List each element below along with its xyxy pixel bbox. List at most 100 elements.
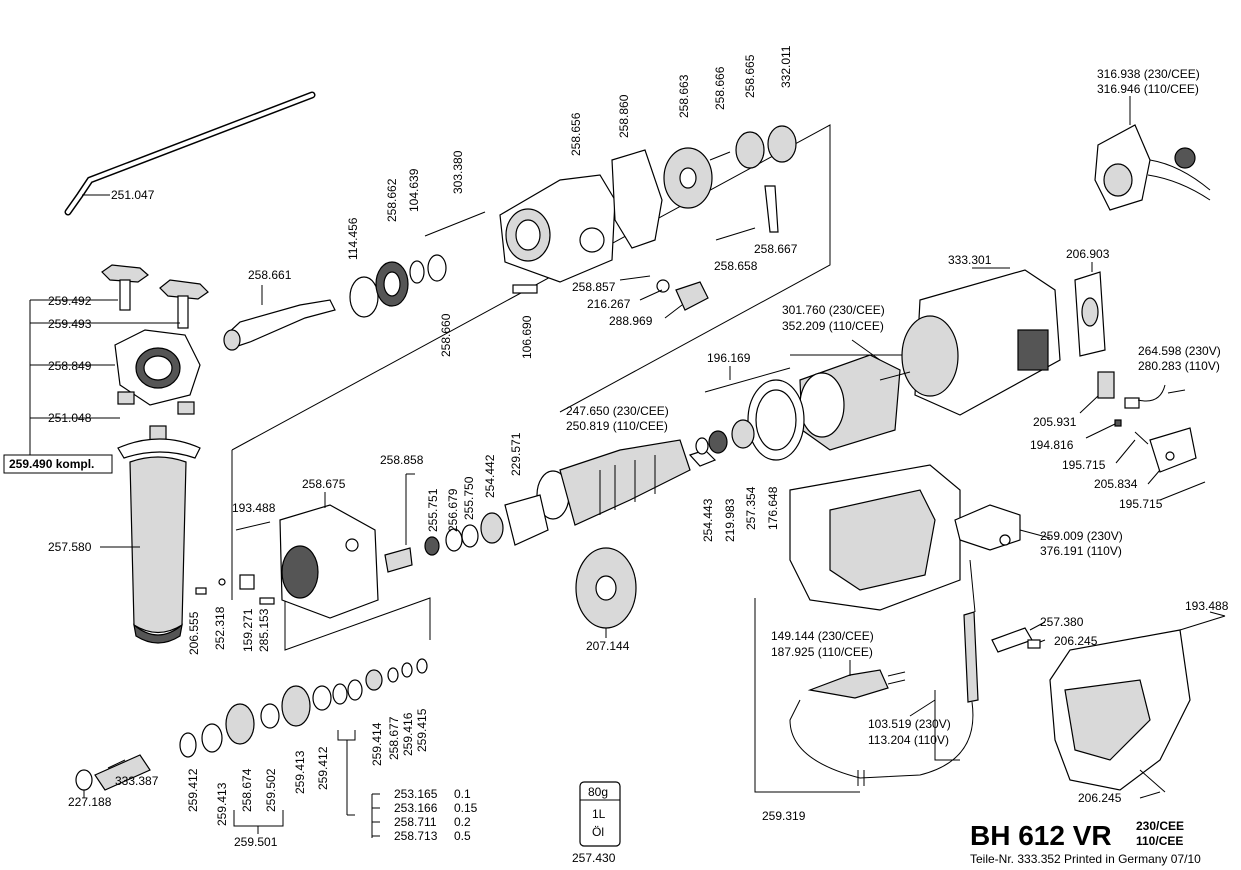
label-195715a: 195.715 xyxy=(1062,458,1106,472)
shim-table: 253.165 0.1 253.166 0.15 258.711 0.2 258… xyxy=(372,787,478,843)
voltage-110: 110/CEE xyxy=(1136,834,1183,848)
label-103519: 103.519 (230V) xyxy=(868,717,951,731)
label-259319: 259.319 xyxy=(762,809,806,823)
part-baffle-176648 xyxy=(747,379,805,461)
leader-lines xyxy=(29,96,1226,838)
label-301760: 301.760 (230/CEE) xyxy=(782,303,885,317)
label-258666: 258.666 xyxy=(713,66,727,110)
label-257380: 257.380 xyxy=(1040,615,1084,629)
part-labels: 251.047 259.492 259.493 258.849 251.048 … xyxy=(48,67,1229,849)
label-259416: 259.416 xyxy=(401,712,415,756)
label-216267: 216.267 xyxy=(587,297,631,311)
label-259493: 259.493 xyxy=(48,317,92,331)
label-316946: 316.946 (110/CEE) xyxy=(1097,82,1199,96)
shim-part-3: 258.711 xyxy=(394,815,437,829)
label-259415: 259.415 xyxy=(415,708,429,752)
label-195715b: 195.715 xyxy=(1119,497,1163,511)
part-small-bearings-armature xyxy=(695,367,791,455)
shim-size-2: 0.15 xyxy=(454,801,478,815)
part-bearings-top xyxy=(349,254,447,318)
label-259413b: 259.413 xyxy=(293,750,307,794)
shim-part-4: 258.713 xyxy=(394,829,438,843)
part-wing-screws xyxy=(101,264,209,329)
part-gear-train-lower xyxy=(75,658,428,791)
label-250819: 250.819 (110/CEE) xyxy=(566,419,668,433)
shim-size-1: 0.1 xyxy=(454,787,471,801)
shim-size-3: 0.2 xyxy=(454,815,471,829)
label-258656: 258.656 xyxy=(569,112,583,156)
part-clamp-258849 xyxy=(114,329,201,415)
label-376191: 376.191 (110V) xyxy=(1040,544,1122,558)
oil-weight: 80g xyxy=(588,785,608,799)
part-gasket-206903 xyxy=(1074,271,1106,357)
oil-can-labels: 80g 1L Öl 257.430 xyxy=(572,785,616,865)
label-258662: 258.662 xyxy=(385,178,399,222)
label-176648: 176.648 xyxy=(766,486,780,530)
kit-label: 259.490 kompl. xyxy=(9,457,94,471)
label-259501: 259.501 xyxy=(234,835,278,849)
label-259009: 259.009 (230V) xyxy=(1040,529,1123,543)
oil-part-number: 257.430 xyxy=(572,851,616,865)
part-rod-251047 xyxy=(64,91,316,216)
part-gear-housing-258675 xyxy=(235,504,379,619)
model-title: BH 612 VR xyxy=(970,820,1112,851)
part-electronics-housing xyxy=(789,464,961,611)
label-258667: 258.667 xyxy=(754,242,798,256)
label-106690: 106.690 xyxy=(520,315,534,359)
footer-part-number: Teile-Nr. 333.352 Printed in Germany 07/… xyxy=(970,852,1201,866)
label-258663: 258.663 xyxy=(677,74,691,118)
part-gear-housing-258656 xyxy=(424,174,616,294)
label-303380: 303.380 xyxy=(451,150,465,194)
label-333301: 333.301 xyxy=(948,253,992,267)
label-259412a: 259.412 xyxy=(186,768,200,812)
part-brushes xyxy=(1097,371,1166,427)
label-258660: 258.660 xyxy=(439,313,453,357)
label-258858: 258.858 xyxy=(380,453,424,467)
label-258849: 258.849 xyxy=(48,359,92,373)
label-251047: 251.047 xyxy=(111,188,155,202)
part-labels-vertical: 114.456 258.662 104.639 303.380 258.656 … xyxy=(186,45,793,826)
label-259502: 259.502 xyxy=(264,768,278,812)
label-229571: 229.571 xyxy=(509,432,523,476)
kit-label-box: 259.490 kompl. xyxy=(3,454,113,474)
label-205834: 205.834 xyxy=(1094,477,1138,491)
label-259413a: 259.413 xyxy=(215,782,229,826)
label-259412b: 259.412 xyxy=(316,746,330,790)
label-258661: 258.661 xyxy=(248,268,292,282)
label-194816: 194.816 xyxy=(1030,438,1074,452)
label-258665: 258.665 xyxy=(743,54,757,98)
part-switch-259009 xyxy=(954,504,1021,551)
part-cover-205834 xyxy=(1134,427,1197,473)
label-205931: 205.931 xyxy=(1033,415,1077,429)
part-switch-316938 xyxy=(1094,124,1211,211)
label-254443: 254.443 xyxy=(701,498,715,542)
label-258860: 258.860 xyxy=(617,94,631,138)
label-288969: 288.969 xyxy=(609,314,653,328)
label-159271: 159.271 xyxy=(241,608,255,652)
label-280283: 280.283 (110V) xyxy=(1138,359,1220,373)
part-knob-288969 xyxy=(656,279,709,311)
part-gear-207144 xyxy=(575,547,637,629)
label-258675: 258.675 xyxy=(302,477,346,491)
label-207144: 207.144 xyxy=(586,639,630,653)
label-196169: 196.169 xyxy=(707,351,751,365)
label-259414: 259.414 xyxy=(370,722,384,766)
shim-part-1: 253.165 xyxy=(394,787,438,801)
oil-volume: 1L xyxy=(592,807,606,821)
label-149144: 149.144 (230/CEE) xyxy=(771,629,874,643)
label-255751: 255.751 xyxy=(426,488,440,532)
label-114456: 114.456 xyxy=(346,217,360,260)
label-193488b: 193.488 xyxy=(1185,599,1229,613)
part-armature-247650 xyxy=(536,439,717,526)
part-cable-clamp-257380 xyxy=(991,627,1041,653)
label-259492: 259.492 xyxy=(48,294,92,308)
label-206555: 206.555 xyxy=(187,611,201,655)
label-193488a: 193.488 xyxy=(232,501,276,515)
label-206245a: 206.245 xyxy=(1054,634,1098,648)
title-block: BH 612 VR 230/CEE 110/CEE Teile-Nr. 333.… xyxy=(970,819,1201,866)
label-258677: 258.677 xyxy=(387,716,401,760)
part-plug-149144 xyxy=(807,669,906,699)
part-spindle-258661 xyxy=(223,299,336,351)
label-104639: 104.639 xyxy=(407,168,421,212)
part-cord xyxy=(789,559,979,786)
